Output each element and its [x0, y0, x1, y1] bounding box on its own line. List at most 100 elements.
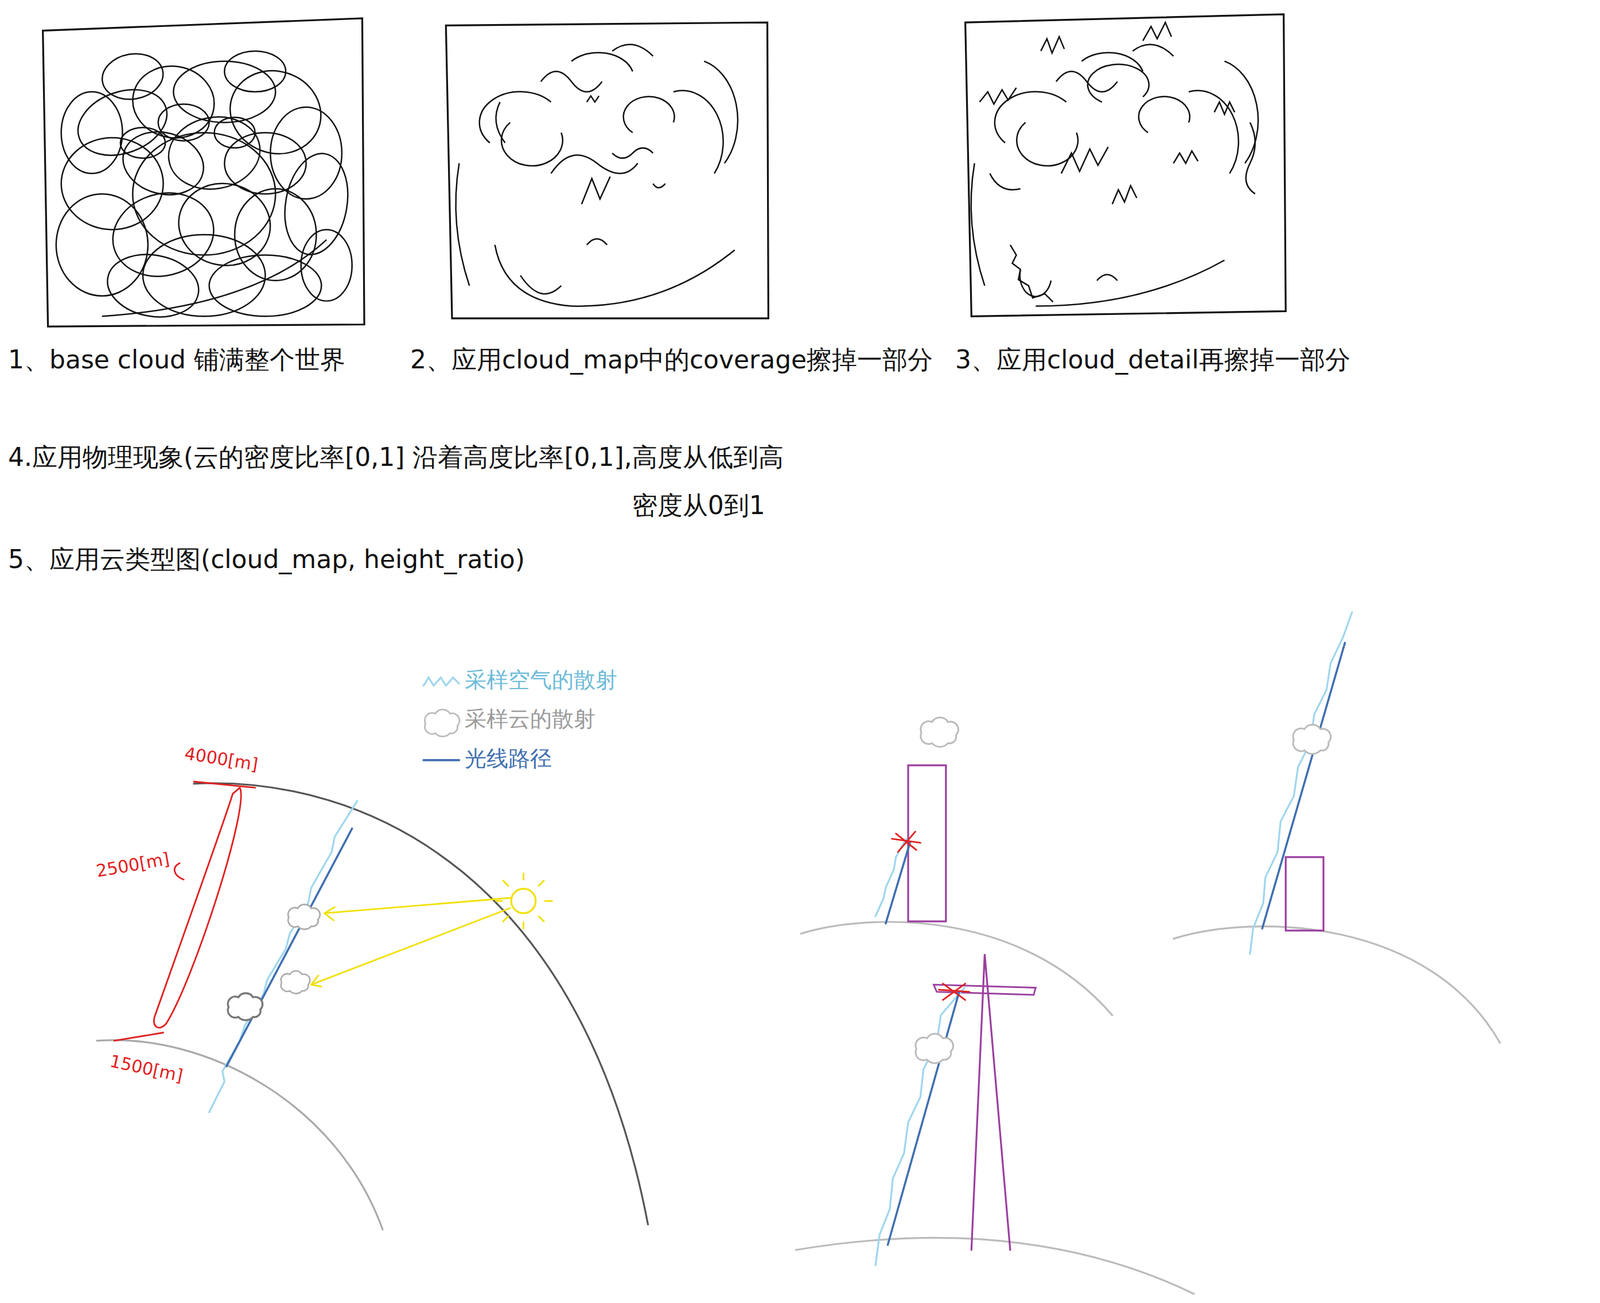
sketch-stroke — [1112, 185, 1138, 205]
sketch-stroke — [324, 906, 336, 921]
step-caption: 3、应用cloud_detail再擦掉一部分 — [955, 345, 1351, 375]
sketch-stroke — [875, 987, 965, 1265]
sketch-stroke — [68, 78, 177, 167]
sketch-stroke — [423, 758, 459, 762]
sketch-stroke — [965, 14, 1287, 317]
sketch-stroke — [495, 244, 572, 307]
sketch-stroke — [571, 52, 633, 72]
panel-2 — [445, 22, 769, 319]
sketch-stroke — [501, 122, 563, 166]
sketch-stroke — [324, 897, 511, 914]
sketch-stroke — [989, 173, 1021, 190]
sketch-stroke — [127, 59, 221, 144]
sketch-stroke — [538, 880, 544, 886]
sketch-stroke — [226, 828, 353, 1066]
sketch-stroke — [424, 709, 460, 737]
sketch-stroke — [311, 908, 511, 985]
sketch-stroke — [795, 1238, 1194, 1294]
sketch-stroke — [938, 983, 969, 1000]
scene-tower — [795, 954, 1194, 1294]
sketch-stroke — [673, 90, 724, 174]
sketch-stroke — [586, 238, 608, 245]
step-note: 5、应用云类型图(cloud_map, height_ratio) — [8, 544, 525, 575]
sketch-stroke — [311, 873, 553, 987]
sketch-stroke — [1224, 61, 1259, 164]
sketch-stroke — [538, 916, 544, 922]
step-caption: 1、base cloud 铺满整个世界 — [8, 345, 346, 375]
sketch-stroke — [172, 176, 277, 273]
sketch-stroke — [1246, 122, 1256, 194]
sketch-stroke — [193, 783, 649, 1225]
sketch-stroke — [209, 255, 322, 317]
sketch-stroke — [571, 250, 735, 307]
sketch-stroke — [120, 127, 166, 158]
sketch-stroke — [511, 888, 536, 914]
sketch-stroke — [61, 137, 164, 230]
legend-text: 采样空气的散射 — [464, 667, 618, 693]
sketch-stroke — [132, 132, 276, 255]
sketch-stroke — [1173, 926, 1501, 1043]
sketch-stroke — [612, 148, 653, 159]
sketch-stroke — [495, 900, 502, 902]
sketch-stroke — [892, 831, 921, 852]
sketch-stroke — [479, 91, 552, 143]
sketch-stroke — [1188, 90, 1239, 174]
sketch-stroke — [1173, 150, 1199, 163]
sketch-stroke — [971, 163, 986, 286]
step-caption: 2、应用cloud_map中的coverage擦掉一部分 — [410, 345, 933, 375]
sketch-stroke — [612, 44, 653, 56]
sketch-stroke — [1285, 857, 1324, 931]
sketch-stroke — [193, 781, 256, 788]
dimension-label: 1500[m] — [107, 1050, 185, 1086]
sketch-stroke — [540, 71, 603, 92]
sketch-stroke — [281, 970, 310, 994]
sketch-stroke — [1056, 71, 1118, 92]
sketch-stroke — [311, 975, 322, 987]
sketch-stroke — [1020, 270, 1051, 297]
sketch-stroke — [581, 176, 611, 205]
sketch-stroke — [56, 49, 356, 325]
sketch-stroke — [1293, 724, 1331, 754]
sketch-stroke — [544, 900, 552, 902]
sketch-stroke — [43, 18, 365, 327]
sketch-stroke — [915, 1033, 954, 1064]
sketch-stroke — [1250, 612, 1353, 955]
legend-item: 光线路径 — [464, 746, 552, 772]
panel-1 — [43, 18, 365, 327]
sketch-stroke — [520, 275, 562, 294]
legend-item: 采样空气的散射 — [464, 667, 618, 694]
sketch-stroke — [994, 91, 1067, 143]
sketch-stroke — [623, 96, 675, 133]
panel-3 — [965, 14, 1287, 317]
sketch-stroke — [218, 57, 333, 166]
sketch-stroke — [1081, 52, 1143, 72]
sketch-stroke — [1132, 44, 1174, 56]
sketch-stroke — [445, 22, 769, 319]
sketch-stroke — [887, 991, 960, 1245]
sketch-stroke — [586, 95, 599, 103]
sketch-stroke — [522, 922, 525, 929]
dimension-label: 4000[m] — [183, 743, 260, 775]
scene-building-block — [800, 717, 1113, 1016]
sketch-stroke — [1010, 244, 1054, 303]
dimension-label: 2500[m] — [94, 849, 171, 882]
sketch-stroke — [503, 916, 509, 922]
sketch-stroke — [908, 765, 947, 922]
scene-low-building — [1173, 612, 1501, 1043]
legend-text: 光线路径 — [464, 745, 552, 772]
sketch-stroke — [1035, 259, 1225, 306]
sketch-stroke — [455, 163, 470, 286]
sketch-stroke — [153, 787, 241, 1028]
sketch-stroke — [1262, 642, 1345, 929]
sketch-stroke — [495, 102, 505, 143]
sketch-stroke — [1087, 64, 1150, 103]
atmosphere-diagram — [96, 781, 648, 1230]
sketch-stroke — [1096, 274, 1118, 281]
sketch-stroke — [98, 49, 167, 105]
sketch-stroke — [102, 239, 327, 317]
sketch-stroke — [423, 677, 459, 686]
sketch-stroke — [1142, 22, 1172, 41]
sketch-stroke — [1061, 146, 1109, 174]
sketch-stroke — [979, 87, 1017, 104]
